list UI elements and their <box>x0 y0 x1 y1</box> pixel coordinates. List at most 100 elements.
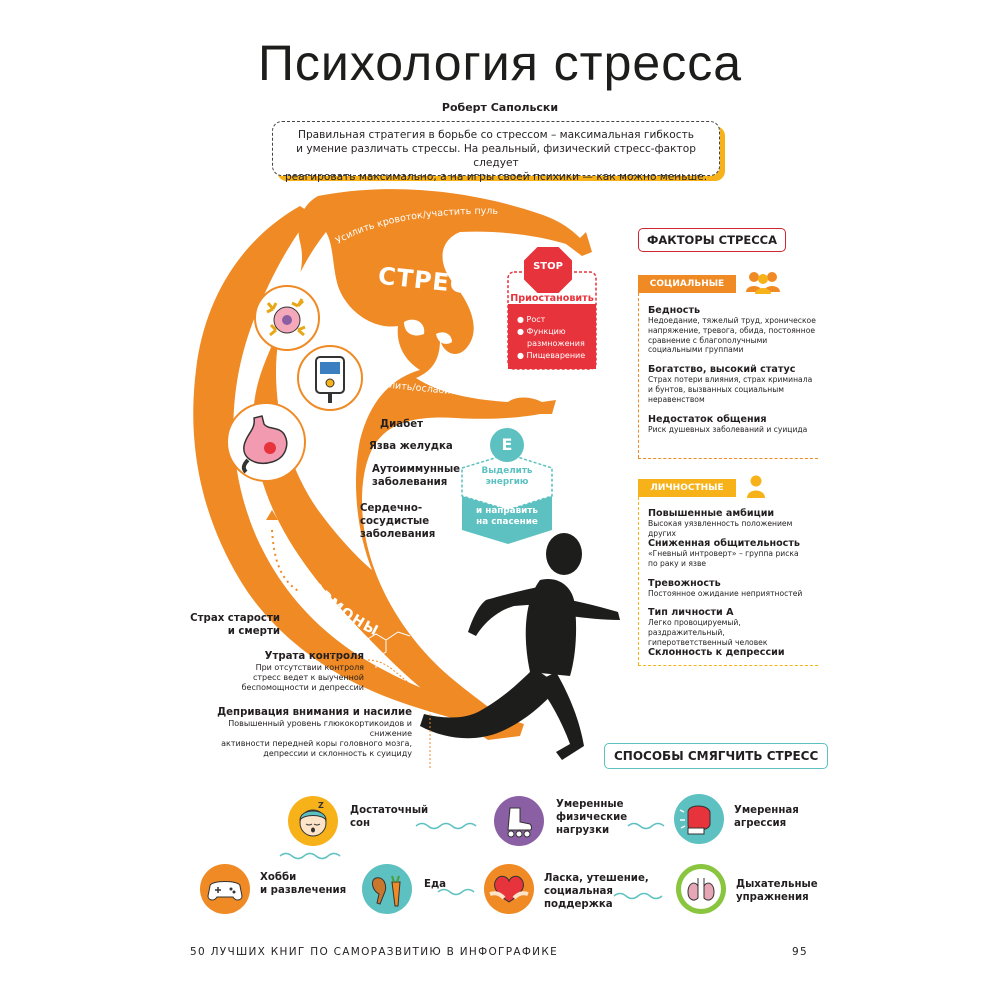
energy-panel-top <box>461 453 553 511</box>
way-exercise: Умеренные физические нагрузки <box>556 798 627 837</box>
factor-desc: беспомощности и депрессии <box>241 683 364 692</box>
quote-line: и умение различать стрессы. На реальный,… <box>296 143 696 169</box>
social-factor-wealth: Богатство, высокий статус Страх потери в… <box>648 364 818 404</box>
stop-item-text: Рост <box>526 315 546 324</box>
way-sleep: Достаточный сон <box>350 804 428 830</box>
factor-title: Сниженная общительность <box>648 538 800 549</box>
factor-desc: активности передней коры головного мозга… <box>221 739 412 748</box>
heart-hands-icon <box>484 864 534 914</box>
energy-line: и направить <box>476 506 538 516</box>
glucometer-icon <box>297 345 363 411</box>
factor-desc: Риск душевных заболеваний и суицида <box>648 425 808 434</box>
label-line: поддержка <box>544 899 613 910</box>
energy-line: Выделить <box>481 466 533 476</box>
stop-list-item: ● Рост <box>517 315 546 324</box>
quote-box: Правильная стратегия в борьбе со стрессо… <box>272 121 720 183</box>
disease-cardiovascular: Сердечно- сосудистые заболевания <box>360 502 450 541</box>
energy-panel-bottom-text: и направить на спасение <box>462 506 552 528</box>
factor-desc: Страх потери влияния, страх криминала <box>648 375 813 384</box>
factor-title: Недостаток общения <box>648 414 767 425</box>
way-hobby: Хобби и развлечения <box>260 871 346 897</box>
footer-book-title: 50 ЛУЧШИХ КНИГ ПО САМОРАЗВИТИЮ В ИНФОГРА… <box>190 946 559 958</box>
label-line: Страх старости <box>190 613 280 624</box>
ways-header: СПОСОБЫ СМЯГЧИТЬ СТРЕСС <box>604 743 829 769</box>
factor-title: Тревожность <box>648 578 721 589</box>
factor-desc: Повышенный уровень глюкокортикоидов и сн… <box>228 719 412 738</box>
label-line: заболевания <box>360 529 436 540</box>
factor-desc: по раку и язве <box>648 558 707 568</box>
way-breathing: Дыхательные упражнения <box>736 878 818 904</box>
stop-title: Приостановить <box>510 293 594 304</box>
factor-loss-of-control: Утрата контроля При отсутствии контроля … <box>200 650 364 693</box>
lungs-icon <box>676 864 726 914</box>
label-line: Достаточный <box>350 805 429 816</box>
label-line: сосудистые <box>360 516 430 527</box>
factor-desc: При отсутствии контроля <box>255 663 364 672</box>
boxing-glove-icon <box>674 794 724 844</box>
label-line: нагрузки <box>556 825 610 836</box>
social-bottom-divider <box>638 458 818 459</box>
factor-fear-old-age: Страх старости и смерти <box>170 612 280 638</box>
gamepad-icon <box>200 864 250 914</box>
way-food: Еда <box>424 879 447 890</box>
label-line: Ласка, утешение, <box>544 873 649 884</box>
factor-desc: напряжение, тревога, обида, постоянное <box>648 325 816 335</box>
hormone-molecule-icon <box>365 631 411 668</box>
disease-diabetes: Диабет <box>380 419 424 430</box>
personal-factor-depression: Склонность к депрессии <box>648 647 818 658</box>
factor-title: Повышенные амбиции <box>648 508 775 519</box>
factor-desc: неравенством <box>648 394 705 404</box>
personal-factor-type-a: Тип личности А Легко провоцируемый, разд… <box>648 607 818 647</box>
monster-mouth <box>436 332 452 344</box>
stop-list: ● Рост ● Функцию размножения ● Пищеварен… <box>517 314 597 362</box>
factor-desc: Недоедание, тяжелый труд, хроническое <box>648 316 816 325</box>
factor-title: Депривация внимания и насилие <box>217 707 412 718</box>
label-line: физические <box>556 812 628 823</box>
social-tag: СОЦИАЛЬНЫЕ <box>638 275 736 293</box>
social-factor-isolation: Недостаток общения Риск душевных заболев… <box>648 414 818 435</box>
personal-bottom-divider <box>638 665 818 666</box>
factor-deprivation: Депривация внимания и насилие Повышенный… <box>186 706 412 759</box>
factor-desc: гиперответственный человек <box>648 637 768 647</box>
stop-list-item: ● Пищеварение <box>517 351 586 360</box>
roller-skate-icon <box>494 796 544 846</box>
factor-desc: Высокая уязвленность положением других <box>648 519 793 538</box>
label-line: социальная <box>544 886 613 897</box>
monster-eye <box>404 319 425 336</box>
stop-panel: STOP Приостановить ● Рост ● Функцию разм… <box>507 244 597 370</box>
factor-title: Богатство, высокий статус <box>648 364 796 375</box>
way-aggression: Умеренная агрессия <box>734 804 799 830</box>
factor-title: Утрата контроля <box>264 651 364 662</box>
left-factor-connectors <box>281 615 431 770</box>
stop-item-text: размножения <box>527 339 585 348</box>
label-line: агрессия <box>734 818 787 829</box>
quote-line: реагировать максимально, а на игры своей… <box>284 171 708 183</box>
personal-factor-ambition: Повышенные амбиции Высокая уязвленность … <box>648 508 818 539</box>
label-line: заболевания <box>372 477 448 488</box>
factor-desc: «Гневный интроверт» – группа риска <box>648 549 799 558</box>
factor-desc: депрессии и склонность к суициду <box>263 749 412 758</box>
energy-line: на спасение <box>476 517 538 527</box>
social-divider <box>638 293 640 458</box>
stress-monster-sweep <box>193 206 524 736</box>
label-line: упражнения <box>736 892 809 903</box>
label-line: и развлечения <box>260 885 347 896</box>
label-line: Умеренные <box>556 799 624 810</box>
stop-sign-icon: STOP <box>533 261 563 272</box>
sleep-z-icon: Z <box>318 801 324 810</box>
label-line: сон <box>350 818 371 829</box>
stop-list-item: ● Функцию <box>517 327 566 336</box>
label-line: и смерти <box>227 626 280 637</box>
person-icon <box>747 475 765 498</box>
factor-desc: социальными группами <box>648 345 744 355</box>
factor-title: Тип личности А <box>648 607 734 618</box>
way-care: Ласка, утешение, социальная поддержка <box>544 872 649 911</box>
label-line: Хобби <box>260 872 297 883</box>
label-line: Дыхательные <box>736 879 818 890</box>
sleep-icon: Z <box>288 796 338 846</box>
stop-item-text: Функцию <box>526 327 566 336</box>
disease-ulcer: Язва желудка <box>369 441 453 452</box>
label-line: Сердечно- <box>360 503 423 514</box>
food-icon <box>362 864 412 914</box>
